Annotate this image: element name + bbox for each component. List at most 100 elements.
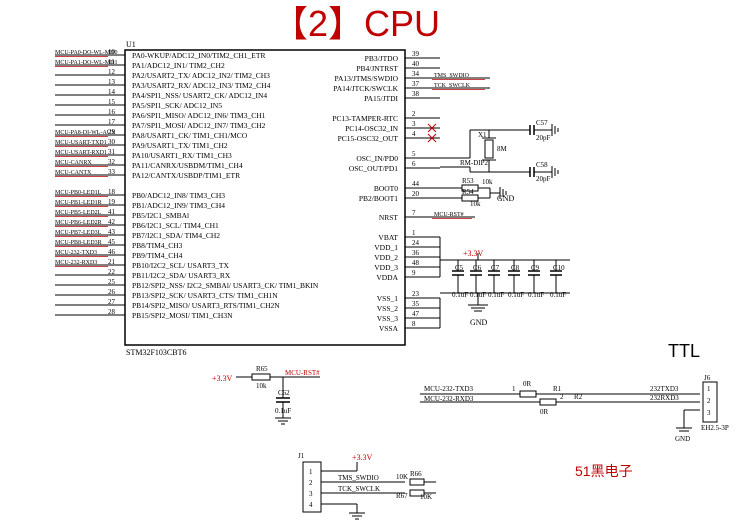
boot-section: R53 10k R54 10k GND <box>440 177 515 208</box>
r1-ref: R1 <box>553 385 562 393</box>
right-pin-number: 35 <box>412 300 420 308</box>
left-pin-name: PA10/USART1_RX/ TIM1_CH3 <box>132 151 232 160</box>
ttl-in-tx: MCU-232-TXD3 <box>424 385 473 393</box>
left-pin-number: 42 <box>108 218 116 226</box>
left-pin-number: 29 <box>108 128 116 136</box>
left-pin-name: PB13/SPI2_SCK/ USART3_CTS/ TIM1_CH1N <box>132 291 278 300</box>
right-pin-number: 40 <box>412 60 420 68</box>
right-pin-name: PC13-TAMPER-RTC <box>332 114 398 123</box>
right-pin-number: 6 <box>412 160 416 168</box>
r54-value: 10k <box>470 200 481 208</box>
left-net-label: MCU-CANRX <box>55 160 92 166</box>
cap-c58-ref: C58 <box>536 161 548 169</box>
j1-pin4: 4 <box>309 501 313 509</box>
right-net-label: TMS_SWDIO <box>434 73 470 79</box>
ttl-section: MCU-232-TXD3 MCU-232-RXD3 1 0R R1 2 R2 0… <box>420 374 729 443</box>
left-pin-number: 11 <box>108 58 115 66</box>
r54-ref: R54 <box>462 188 474 196</box>
right-pin-name: OSC_IN/PD0 <box>356 154 398 163</box>
left-pin-number: 25 <box>108 278 116 286</box>
decoupling-cap-value: 0.1uF <box>452 291 468 299</box>
decoupling-cap-value: 0.1uF <box>470 291 486 299</box>
left-pin-number: 33 <box>108 168 116 176</box>
left-pin-number: 28 <box>108 308 116 316</box>
ttl-out-rx: 232RXD3 <box>650 394 679 402</box>
right-pin-number: 47 <box>412 310 420 318</box>
r53-ref: R53 <box>462 177 474 185</box>
j6-pin1: 1 <box>707 385 711 393</box>
left-pin-number: 45 <box>108 238 116 246</box>
left-pin-name: PB8/TIM4_CH3 <box>132 241 183 250</box>
left-pin-number: 16 <box>108 108 116 116</box>
left-net-label: MCU-PA1-DO-WL-MD1 <box>55 60 117 66</box>
r67-ref: R67 <box>396 492 408 500</box>
j6-pin2: 2 <box>707 397 711 405</box>
left-pin-number: 21 <box>108 258 116 266</box>
right-pin-name: VDDA <box>376 273 398 282</box>
left-pin-name: PA9/USART1_TX/ TIM1_CH2 <box>132 141 228 150</box>
reset-net-label: MCU-RST# <box>285 369 320 377</box>
crystal-value: 8M <box>497 145 508 153</box>
j1-pin3: 3 <box>309 490 313 498</box>
left-pin-number: 12 <box>108 68 116 76</box>
r2-pin2-label: 2 <box>560 393 564 401</box>
left-pin-name: PB12/SPI2_NSS/ I2C2_SMBAl/ USART3_CK/ TI… <box>132 281 319 290</box>
right-pin-name: VSS_2 <box>377 304 399 313</box>
right-pin-number: 20 <box>412 190 420 198</box>
chip-part-number: STM32F103CBT6 <box>126 348 186 357</box>
right-pin-number: 1 <box>412 229 416 237</box>
j6-connector <box>702 381 718 423</box>
right-pin-name: PA13/JTMS/SWDIO <box>335 74 399 83</box>
left-pin-name: PB10/I2C2_SCL/ USART3_TX <box>132 261 229 270</box>
j1-pin2: 2 <box>309 479 313 487</box>
r66-value: 10K <box>396 473 408 481</box>
page-title: 【2】CPU <box>272 3 440 44</box>
right-pin-name: PB3/JTDO <box>365 54 399 63</box>
decoupling-power-label: +3.3V <box>463 249 484 258</box>
left-net-label: MCU-PB7-LED3L <box>55 230 102 236</box>
gnd-label: GND <box>497 194 515 203</box>
ttl-in-rx: MCU-232-RXD3 <box>424 395 474 403</box>
right-pin-name: BOOT0 <box>374 184 398 193</box>
left-pin-name: PB9/TIM4_CH4 <box>132 251 183 260</box>
right-pin-number: 24 <box>412 239 420 247</box>
right-pin-name: VSS_1 <box>377 294 399 303</box>
r1-value: 0R <box>523 380 532 388</box>
left-pin-number: 41 <box>108 208 116 216</box>
decoupling-cap-value: 0.1uF <box>550 291 566 299</box>
decoupling-caps: +3.3V GND C50.1uFC60.1uFC70.1uFC80.1uFC9… <box>440 249 570 327</box>
mcu-chip-body <box>124 49 406 346</box>
left-pin-number: 46 <box>108 248 116 256</box>
right-pin-name: VSSA <box>379 324 399 333</box>
j1-ref: J1 <box>298 452 305 460</box>
decoupling-gnd-label: GND <box>470 318 488 327</box>
left-pin-number: 27 <box>108 298 116 306</box>
left-net-label: MCU-PA8-DI-WL-AUX <box>55 130 116 136</box>
r66-ref: R66 <box>410 470 422 478</box>
j6-pin3: 3 <box>707 409 711 417</box>
right-pin-number: 5 <box>412 150 416 158</box>
right-pin-number: 7 <box>412 209 416 217</box>
brand-label: 51黑电子 <box>575 463 633 479</box>
left-pin-number: 31 <box>108 148 116 156</box>
left-pin-name: PB6/I2C1_SCL/ TIM4_CH1 <box>132 221 219 230</box>
r2-value: 0R <box>540 408 549 416</box>
right-pin-name: PC15-OSC32_OUT <box>338 134 399 143</box>
right-pin-number: 39 <box>412 50 420 58</box>
left-net-label: MCU-PB1-LED1R <box>55 200 102 206</box>
left-pin-name: PB0/ADC12_IN8/ TIM3_CH3 <box>132 191 225 200</box>
left-pin-number: 14 <box>108 88 116 96</box>
left-net-label: MCU-USART-TXD1 <box>55 140 107 146</box>
left-pin-name: PA6/SPI1_MISO/ ADC12_IN6/ TIM3_CH1 <box>132 111 266 120</box>
reset-section: +3.3V R65 10k MCU-RST# C62 0.1uF <box>212 365 320 425</box>
right-pin-number: 2 <box>412 110 416 118</box>
r2-ref: R2 <box>574 393 583 401</box>
decoupling-cap-value: 0.1uF <box>488 291 504 299</box>
left-net-label: MCU-232-TXD3 <box>55 250 97 256</box>
right-pin-number: 3 <box>412 120 416 128</box>
left-pin-name: PA2/USART2_TX/ ADC12_IN2/ TIM2_CH3 <box>132 71 270 80</box>
right-pin-name: OSC_OUT/PD1 <box>349 164 398 173</box>
cap-c57-ref: C57 <box>536 119 548 127</box>
